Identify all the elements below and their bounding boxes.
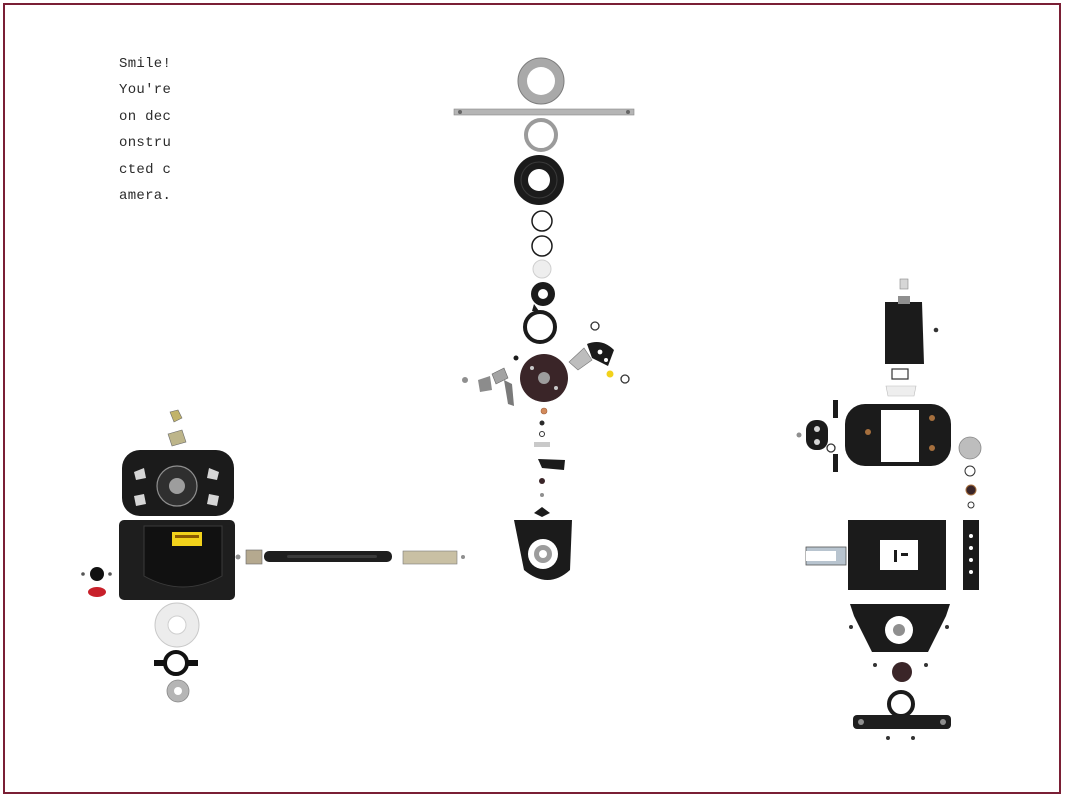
- exploded-camera-art: [81, 57, 982, 740]
- shutter-assembly: [453, 57, 635, 580]
- poem-line: cted c: [119, 161, 172, 178]
- artwork-frame: Smile! You're on dec onstru cted c amera.: [3, 3, 1061, 794]
- poem-text: Smile! You're on dec onstru cted c amera.: [119, 51, 171, 209]
- poem-line: You're: [119, 82, 172, 99]
- poem-line: on dec: [119, 108, 172, 125]
- back-assembly: [796, 278, 982, 740]
- poem-line: Smile!: [119, 56, 172, 72]
- body-assembly: [81, 409, 465, 703]
- poem-line: amera.: [119, 188, 172, 205]
- poem-line: onstru: [119, 135, 172, 152]
